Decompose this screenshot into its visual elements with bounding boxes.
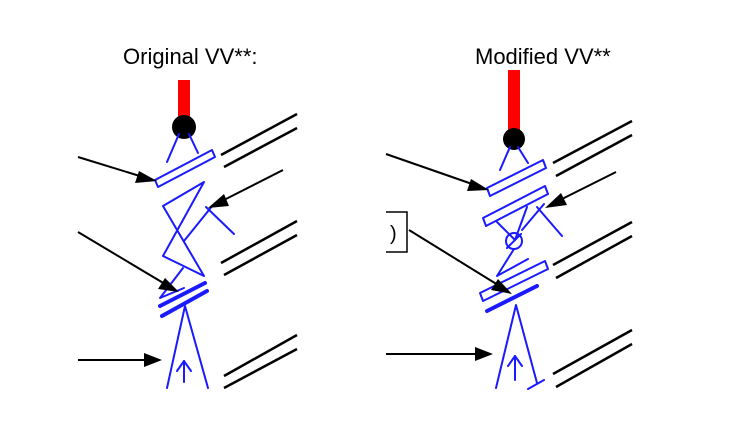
modified-lower-wedge xyxy=(496,248,529,277)
original-arrow-2-head xyxy=(208,194,229,208)
modified-actuator-crossbar xyxy=(536,206,563,237)
original-actuator-arm xyxy=(183,204,214,242)
modified-red-stem xyxy=(508,70,520,134)
original-arrow-2-line xyxy=(221,169,284,202)
original-pipe-1b xyxy=(223,126,298,169)
original-actuator-crossbar xyxy=(205,206,235,235)
modified-yoke-left xyxy=(499,146,511,171)
original-pipe-3a xyxy=(223,333,298,378)
modified-arrow-3-head xyxy=(491,279,512,294)
partial-box-text: ) xyxy=(390,223,397,245)
original-actuator-ball xyxy=(172,115,196,139)
modified-pipe-3a xyxy=(552,328,633,376)
original-pipe-2a xyxy=(220,219,298,265)
modified-actuator-arm xyxy=(521,203,545,231)
original-valve-assembly xyxy=(154,80,235,389)
original-vv-title: Original VV**: xyxy=(123,44,258,69)
modified-bottom-cone xyxy=(495,304,538,389)
original-arrow-4-head xyxy=(144,353,162,367)
modified-pipe-2a xyxy=(552,220,633,267)
modified-bottom-plate xyxy=(485,284,539,313)
original-bowtie-valve xyxy=(162,181,205,277)
modified-leader-arrows xyxy=(385,153,617,361)
modified-yoke-right xyxy=(517,146,529,164)
original-top-plate xyxy=(154,149,216,188)
modified-upper-body-plate xyxy=(482,185,549,227)
modified-valve-assembly xyxy=(479,70,563,390)
modified-arrow-1-head xyxy=(467,179,489,191)
original-red-stem xyxy=(178,80,190,122)
modified-pipes xyxy=(552,119,633,389)
modified-vv-title: Modified VV** xyxy=(475,44,611,69)
original-flow-arrow-head xyxy=(176,360,192,372)
modified-pipe-1a xyxy=(552,119,633,165)
original-leader-arrows xyxy=(77,156,284,367)
modified-pipe-1b xyxy=(555,133,633,178)
modified-actuator-ball xyxy=(503,128,525,150)
modified-flow-arrow-head xyxy=(507,355,523,367)
original-bottom-plate-2 xyxy=(158,281,207,308)
original-yoke-left xyxy=(166,133,180,163)
modified-top-plate xyxy=(486,159,547,197)
modified-pipe-3b xyxy=(555,342,633,389)
modified-arrow-3-line xyxy=(408,229,499,286)
modified-partial-box: ) xyxy=(386,211,408,253)
original-bottom-plate-1 xyxy=(160,289,209,318)
modified-arrow-2-head xyxy=(545,193,567,208)
original-arrow-3-head xyxy=(158,278,179,292)
modified-arrow-4-head xyxy=(475,347,493,361)
partial-box-outline xyxy=(386,211,408,253)
original-pipe-1a xyxy=(220,112,298,157)
modified-pipe-2b xyxy=(555,234,633,280)
original-pipe-2b xyxy=(223,233,298,277)
modified-arrow-2-line xyxy=(559,171,617,201)
modified-lower-plate xyxy=(479,260,549,302)
original-arrow-1-line xyxy=(77,156,144,178)
original-pipes xyxy=(220,112,298,390)
original-yoke-right xyxy=(188,133,199,154)
original-arrow-1-head xyxy=(135,171,157,183)
modified-circle-cross-line xyxy=(506,233,522,249)
modified-bottom-edge xyxy=(527,379,545,390)
original-pipe-3b xyxy=(223,347,298,390)
modified-arrow-1-line xyxy=(385,153,476,186)
original-arrow-3-line xyxy=(77,231,166,285)
original-bottom-cone xyxy=(166,305,209,389)
